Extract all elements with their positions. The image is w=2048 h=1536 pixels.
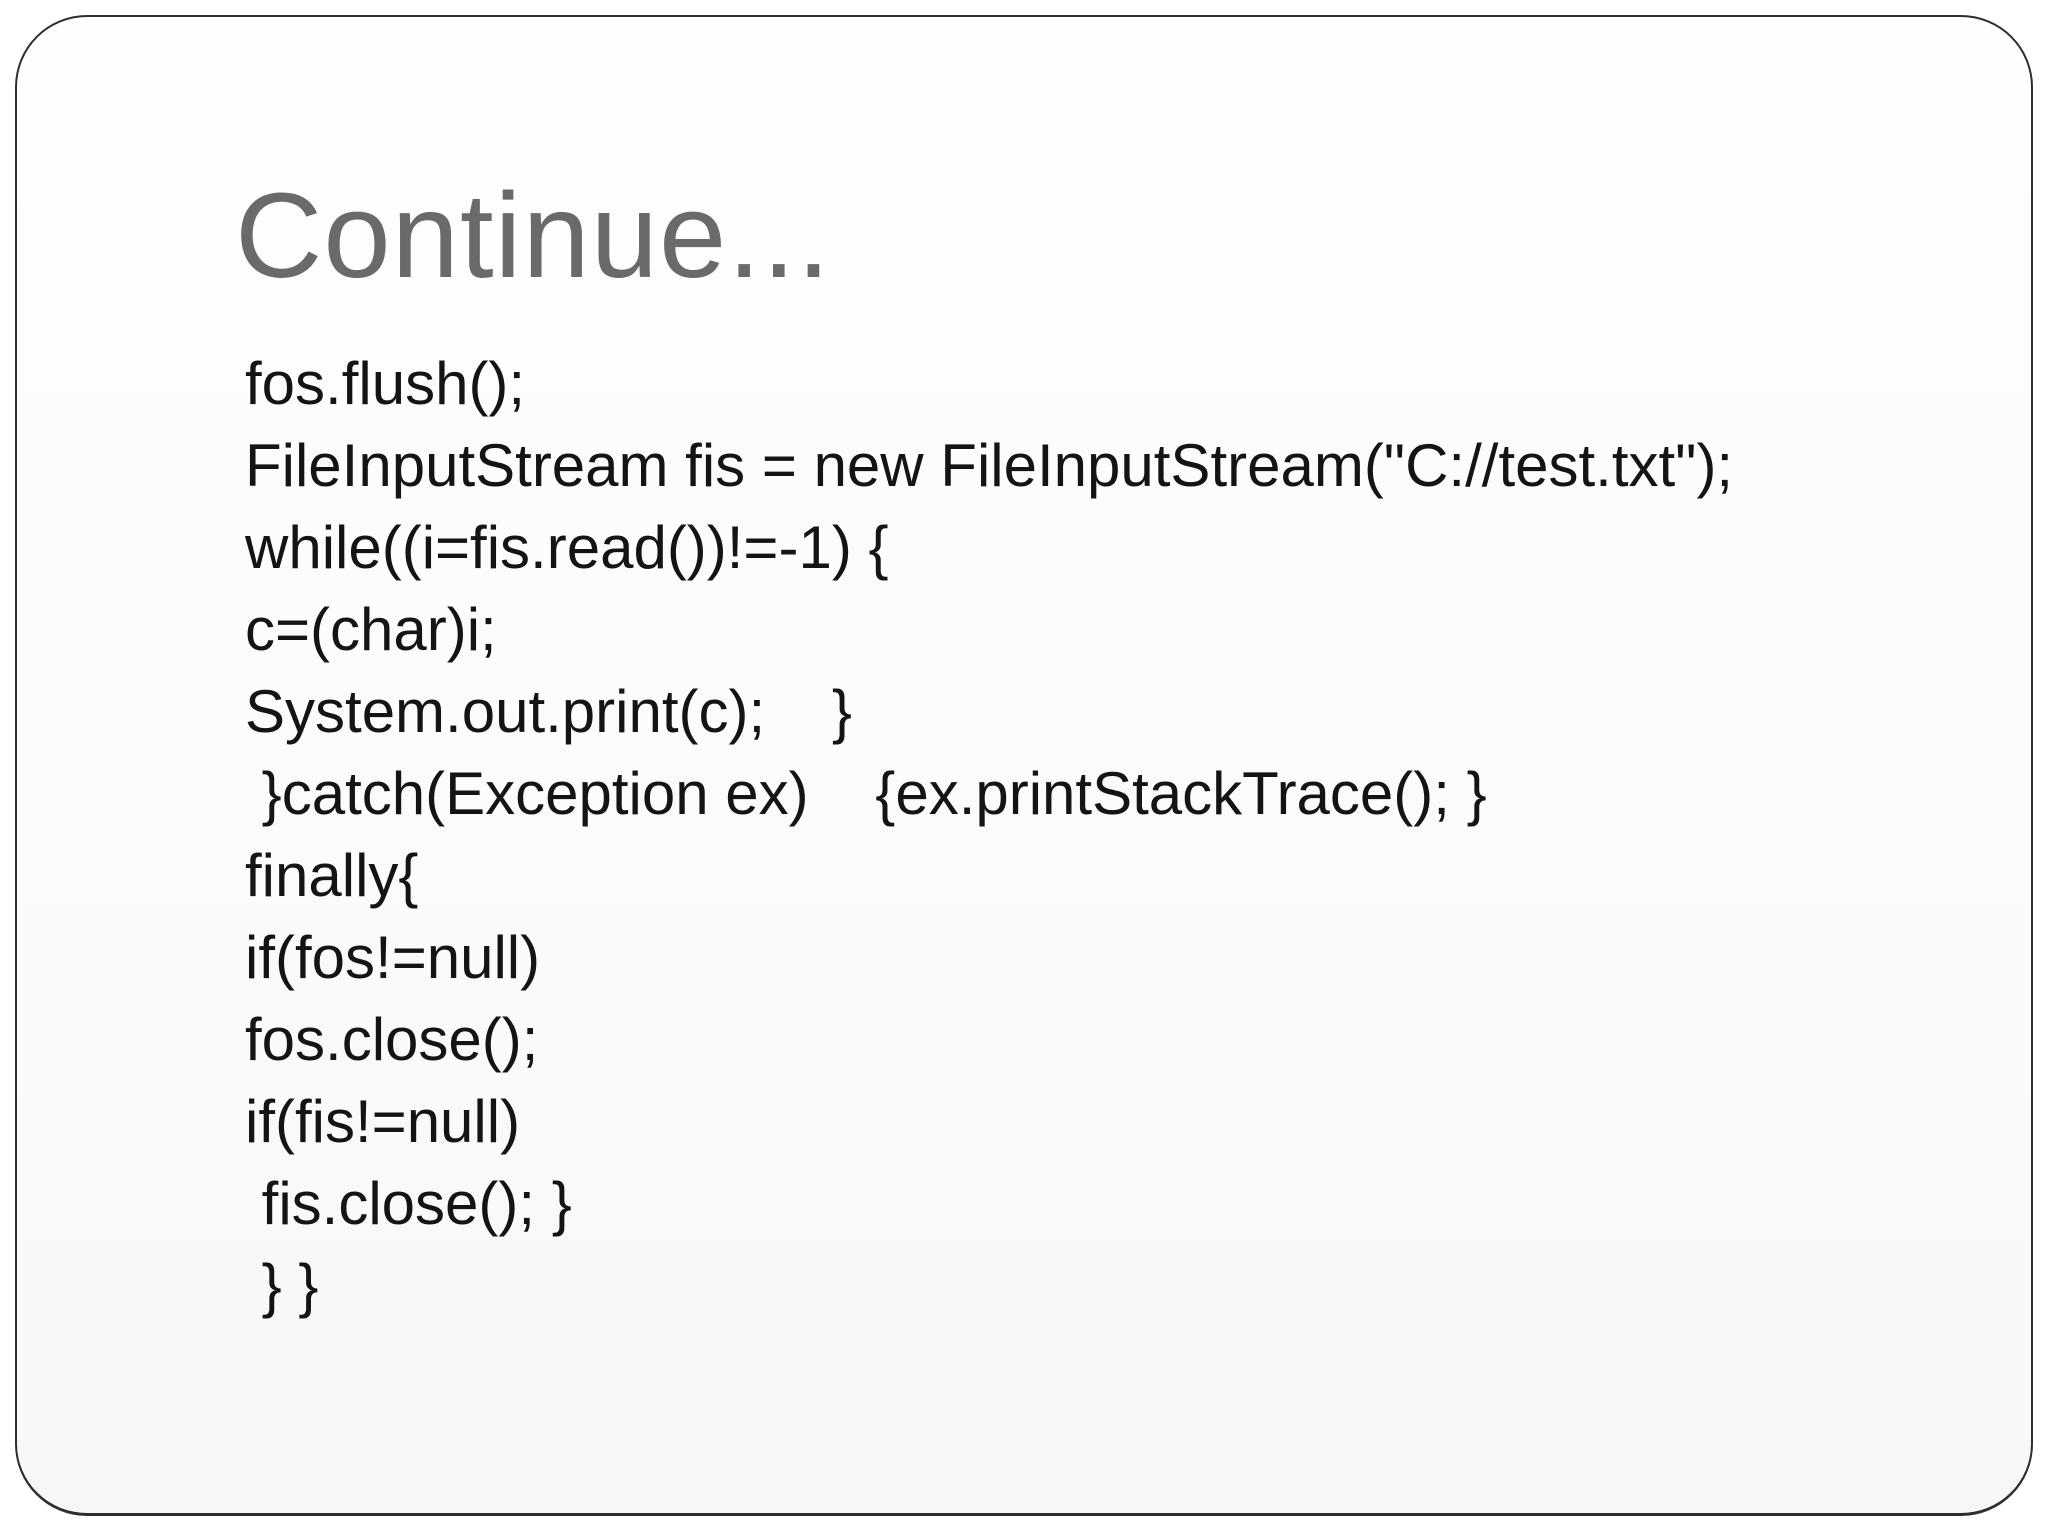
code-block: fos.flush(); FileInputStream fis = new Fi…	[245, 343, 2035, 1327]
code-line: c=(char)i;	[245, 596, 497, 663]
code-line: }catch(Exception ex) {ex.printStackTrace…	[245, 760, 1487, 827]
code-line: FileInputStream fis = new FileInputStrea…	[245, 432, 1734, 499]
code-line: if(fis!=null)	[245, 1088, 521, 1155]
code-line: if(fos!=null)	[245, 924, 541, 991]
code-line: fos.close();	[245, 1006, 539, 1073]
slide-title: Continue...	[235, 167, 832, 303]
code-line: while((i=fis.read())!=-1) {	[245, 514, 889, 581]
slide: Continue... fos.flush(); FileInputStream …	[15, 15, 2033, 1516]
code-line: fos.flush();	[245, 350, 526, 417]
code-line: System.out.print(c); }	[245, 678, 852, 745]
code-line: } }	[245, 1252, 319, 1319]
code-line: fis.close(); }	[245, 1170, 572, 1237]
code-line: finally{	[245, 842, 419, 909]
